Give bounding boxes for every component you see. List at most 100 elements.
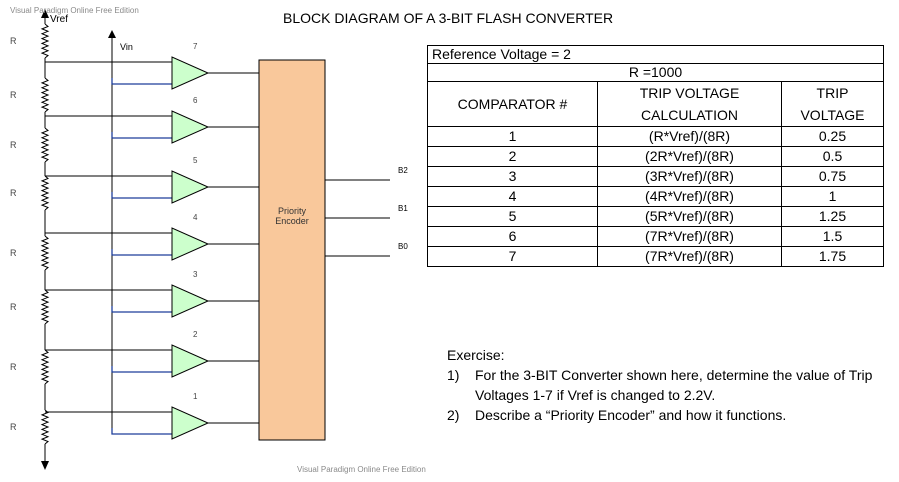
comparator-number: 7 bbox=[193, 42, 198, 51]
comparator-icon bbox=[171, 284, 210, 318]
exercise-section: Exercise: 1) For the 3-BIT Converter show… bbox=[447, 345, 875, 425]
vin-input-line bbox=[111, 249, 172, 256]
resistor-label: R bbox=[10, 362, 17, 372]
cell-trip-voltage: 1.5 bbox=[781, 226, 884, 247]
comparator-icon bbox=[171, 227, 210, 261]
priority-encoder-block bbox=[258, 59, 326, 441]
resistor-gap bbox=[41, 128, 49, 162]
resistor-gap bbox=[41, 24, 49, 58]
vin-input-line bbox=[111, 192, 172, 199]
exercise-item: 1) For the 3-BIT Converter shown here, de… bbox=[447, 365, 875, 405]
exercise-item-text: For the 3-BIT Converter shown here, dete… bbox=[475, 367, 873, 403]
vin-label: Vin bbox=[120, 42, 133, 52]
resistor-icon bbox=[40, 289, 50, 325]
header-comparator: COMPARATOR # bbox=[427, 81, 598, 127]
output-label-b1: B1 bbox=[398, 204, 408, 213]
r-value-cell: R =1000 bbox=[427, 63, 884, 82]
exercise-item-number: 1) bbox=[447, 367, 460, 383]
comparator-number: 5 bbox=[193, 156, 198, 165]
encoder-label-line1: Priority bbox=[277, 206, 306, 216]
comparator-number: 2 bbox=[193, 330, 198, 339]
cell-trip-voltage: 0.5 bbox=[781, 146, 884, 167]
cell-comparator-number: 4 bbox=[427, 186, 598, 207]
resistor-gap bbox=[41, 290, 49, 324]
reference-voltage-cell: Reference Voltage = 2 bbox=[427, 45, 884, 64]
vref-arrow-bottom-icon bbox=[41, 461, 49, 470]
exercise-heading: Exercise: bbox=[447, 347, 505, 363]
resistor-icon bbox=[40, 409, 50, 445]
vin-input-line bbox=[111, 78, 172, 85]
vin-input-line bbox=[111, 366, 172, 373]
cell-calculation: (2R*Vref)/(8R) bbox=[597, 146, 782, 167]
cell-calculation: (7R*Vref)/(8R) bbox=[597, 226, 782, 247]
exercise-item-number: 2) bbox=[447, 407, 460, 423]
resistor-gap bbox=[41, 78, 49, 112]
cell-calculation: (R*Vref)/(8R) bbox=[597, 126, 782, 147]
encoder-label-line2: Encoder bbox=[275, 216, 309, 226]
resistor-label: R bbox=[10, 248, 17, 258]
exercise-item-text: Describe a “Priority Encoder” and how it… bbox=[475, 407, 787, 423]
cell-comparator-number: 5 bbox=[427, 206, 598, 227]
resistor-label: R bbox=[10, 188, 17, 198]
table-row: 2(2R*Vref)/(8R)0.5 bbox=[427, 146, 884, 167]
resistor-gap bbox=[41, 176, 49, 210]
exercise-item: 2) Describe a “Priority Encoder” and how … bbox=[447, 405, 875, 425]
cell-calculation: (7R*Vref)/(8R) bbox=[597, 246, 782, 267]
header-trip-voltage: TRIP VOLTAGE bbox=[781, 81, 884, 127]
resistor-icon bbox=[40, 175, 50, 211]
comparator-icon bbox=[171, 344, 210, 378]
watermark-bottom: Visual Paradigm Online Free Edition bbox=[297, 465, 426, 474]
resistor-label: R bbox=[10, 302, 17, 312]
resistor-icon bbox=[40, 127, 50, 163]
output-label-b0: B0 bbox=[398, 242, 408, 251]
table-header-row: COMPARATOR # TRIP VOLTAGE CALCULATION TR… bbox=[427, 81, 884, 127]
table-row: 7(7R*Vref)/(8R)1.75 bbox=[427, 246, 884, 267]
cell-trip-voltage: 1.25 bbox=[781, 206, 884, 227]
comparator-icon bbox=[171, 406, 210, 440]
cell-comparator-number: 7 bbox=[427, 246, 598, 267]
header-calculation-line1: TRIP VOLTAGE bbox=[639, 85, 740, 101]
vin-input-line bbox=[111, 306, 172, 313]
header-trip-line2: VOLTAGE bbox=[800, 107, 865, 123]
header-calculation: TRIP VOLTAGE CALCULATION bbox=[597, 81, 782, 127]
table-row: Reference Voltage = 2 bbox=[427, 45, 884, 64]
header-trip-line1: TRIP bbox=[816, 85, 849, 101]
vref-arrow-top-icon bbox=[41, 9, 49, 18]
cell-trip-voltage: 0.25 bbox=[781, 126, 884, 147]
resistor-icon bbox=[40, 77, 50, 113]
page-title: BLOCK DIAGRAM OF A 3-BIT FLASH CONVERTER bbox=[283, 10, 614, 26]
table-row: 1(R*Vref)/(8R)0.25 bbox=[427, 126, 884, 147]
vin-input-line bbox=[111, 428, 172, 435]
resistor-icon bbox=[40, 349, 50, 385]
cell-trip-voltage: 0.75 bbox=[781, 166, 884, 187]
cell-comparator-number: 3 bbox=[427, 166, 598, 187]
cell-trip-voltage: 1.75 bbox=[781, 246, 884, 267]
table-row: 6(7R*Vref)/(8R)1.5 bbox=[427, 226, 884, 247]
cell-trip-voltage: 1 bbox=[781, 186, 884, 207]
comparator-icon bbox=[171, 110, 210, 144]
comparator-icon bbox=[171, 170, 210, 204]
output-label-b2: B2 bbox=[398, 166, 408, 175]
cell-comparator-number: 2 bbox=[427, 146, 598, 167]
comparator-number: 1 bbox=[193, 392, 198, 401]
vin-input-line bbox=[111, 132, 172, 139]
resistor-gap bbox=[41, 410, 49, 444]
resistor-icon bbox=[40, 23, 50, 59]
resistor-label: R bbox=[10, 90, 17, 100]
comparator-icon bbox=[171, 56, 210, 90]
resistor-gap bbox=[41, 350, 49, 384]
comparator-number: 3 bbox=[193, 270, 198, 279]
comparator-number: 4 bbox=[193, 213, 198, 222]
cell-comparator-number: 6 bbox=[427, 226, 598, 247]
header-calculation-line2: CALCULATION bbox=[641, 107, 738, 123]
vin-arrow-icon bbox=[108, 30, 116, 38]
resistor-label: R bbox=[10, 422, 17, 432]
resistor-label: R bbox=[10, 140, 17, 150]
watermark-top: Visual Paradigm Online Free Edition bbox=[10, 6, 139, 15]
table-row: 4(4R*Vref)/(8R)1 bbox=[427, 186, 884, 207]
encoder-label: Priority Encoder bbox=[271, 206, 313, 226]
resistor-icon bbox=[40, 235, 50, 271]
resistor-label: R bbox=[10, 36, 17, 46]
